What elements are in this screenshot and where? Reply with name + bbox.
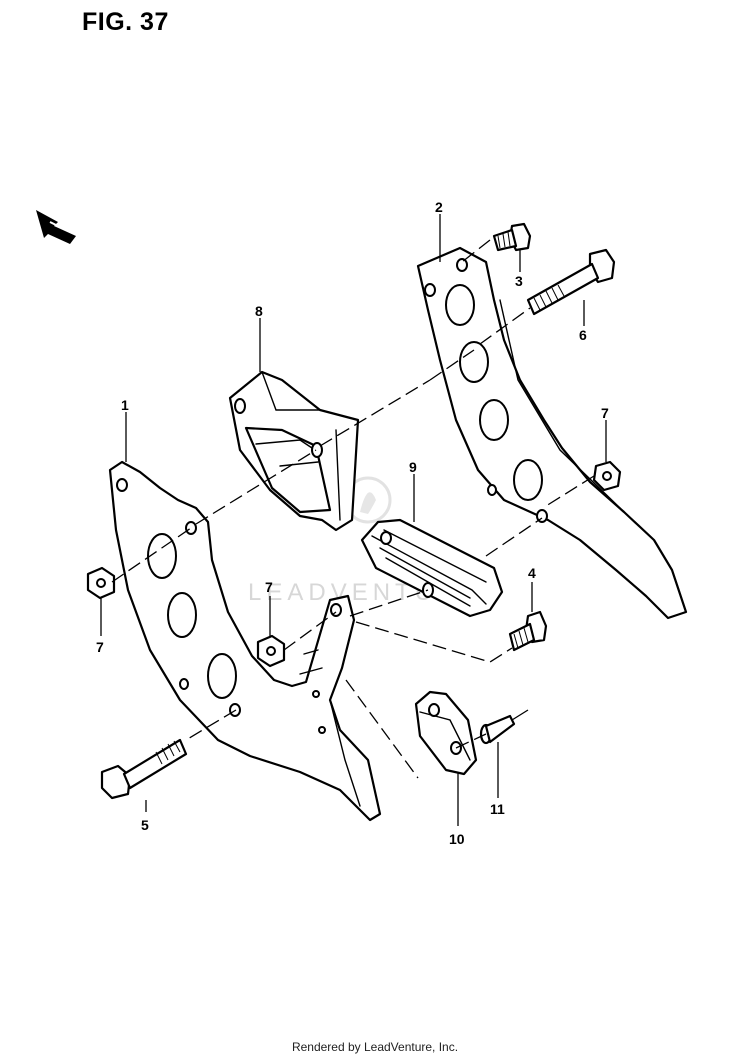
- part-4-bolt: [508, 610, 548, 652]
- part-9-rubber-cushion: [360, 518, 504, 618]
- callout-4: 4: [528, 565, 536, 581]
- footer-credit: Rendered by LeadVenture, Inc.: [291, 1040, 459, 1054]
- callout-3: 3: [515, 273, 523, 289]
- front-arrow-icon: [36, 210, 76, 244]
- callout-10: 10: [449, 831, 465, 847]
- callout-7-right: 7: [601, 405, 609, 421]
- leader-lines: [100, 214, 607, 826]
- part-7-nut-right: [592, 460, 622, 492]
- callout-9: 9: [409, 459, 417, 475]
- callout-6: 6: [579, 327, 587, 343]
- part-1-left-plate: [108, 460, 382, 822]
- part-7-nut-center: [256, 634, 286, 668]
- part-5-long-bolt: [100, 738, 188, 800]
- callout-7-center: 7: [265, 579, 273, 595]
- part-11-rivet: [479, 709, 529, 745]
- part-7-nut-left: [86, 566, 116, 600]
- part-8-spacer-block: [228, 370, 360, 532]
- assembly-lines: [111, 239, 595, 779]
- part-6-long-bolt: [526, 248, 616, 316]
- callout-5: 5: [141, 817, 149, 833]
- callout-2: 2: [435, 199, 443, 215]
- part-10-spacer-plate: [414, 690, 478, 776]
- callout-1: 1: [121, 397, 129, 413]
- callout-7-left: 7: [96, 639, 104, 655]
- callout-8: 8: [255, 303, 263, 319]
- figure-title: FIG. 37: [82, 8, 169, 36]
- part-3-small-bolt: [492, 222, 532, 252]
- callout-11: 11: [490, 801, 505, 817]
- callout-labels: 1 2 3 4 5 6 7 7 7 8 9 10 11: [96, 199, 609, 847]
